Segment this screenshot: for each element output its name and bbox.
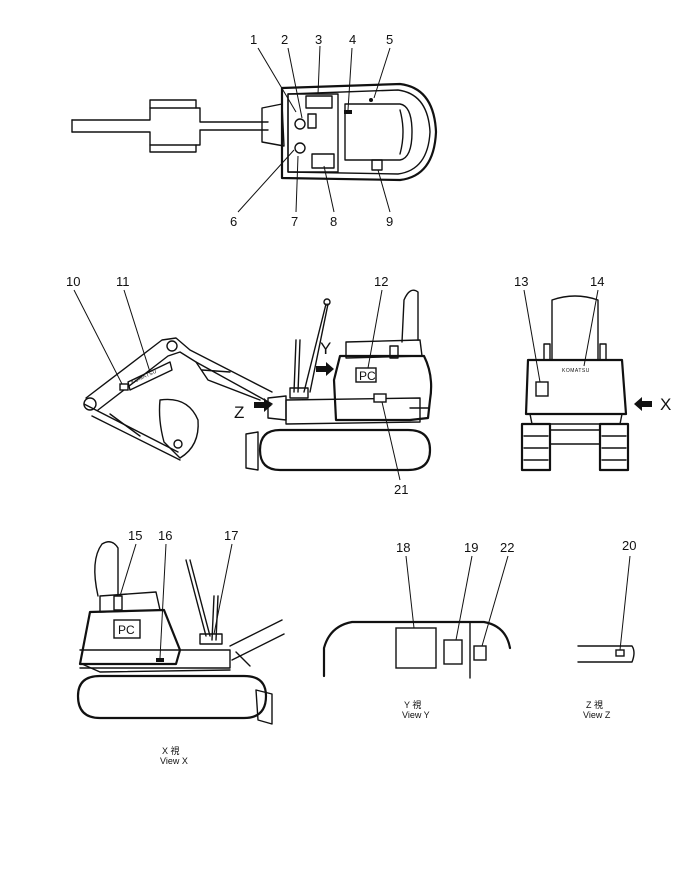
view-arrow-y-label: Y (320, 339, 331, 358)
leader-lines (73, 45, 631, 659)
callout-21: 21 (394, 482, 408, 497)
rear-view: KOMATSU X (520, 295, 671, 472)
view-z-label: View Z (583, 710, 611, 720)
callout-20: 20 (622, 538, 636, 553)
callout-9: 9 (386, 214, 393, 229)
view-y (322, 620, 512, 679)
callout-16: 16 (158, 528, 172, 543)
view-arrow-x-label: X (660, 395, 671, 414)
callout-14: 14 (590, 274, 604, 289)
pc-decal-side-text: PC (359, 369, 376, 383)
view-y-label-cn: Y 視 (404, 699, 421, 710)
side-view: PC KOMATSU Y Z (83, 289, 433, 472)
pc-decal-left-text: PC (118, 623, 135, 637)
view-x-label-cn: X 視 (162, 745, 180, 756)
callout-3: 3 (315, 32, 322, 47)
view-arrow-z-label: Z (234, 403, 244, 422)
callout-6: 6 (230, 214, 237, 229)
callout-17: 17 (224, 528, 238, 543)
callout-7: 7 (291, 214, 298, 229)
callouts: 1 2 3 4 5 6 7 8 9 10 11 12 13 14 15 16 1… (66, 32, 636, 555)
rear-brand-text: KOMATSU (562, 368, 590, 374)
callout-12: 12 (374, 274, 388, 289)
callout-5: 5 (386, 32, 393, 47)
view-z-label-cn: Z 視 (586, 699, 603, 710)
callout-22: 22 (500, 540, 514, 555)
view-z (577, 645, 635, 663)
callout-2: 2 (281, 32, 288, 47)
view-labels: X 視 View X Y 視 View Y Z 視 View Z (160, 699, 611, 766)
callout-8: 8 (330, 214, 337, 229)
callout-13: 13 (514, 274, 528, 289)
callout-18: 18 (396, 540, 410, 555)
callout-11: 11 (116, 274, 130, 289)
view-y-label: View Y (402, 710, 430, 720)
callout-4: 4 (349, 32, 356, 47)
view-x: PC (76, 541, 285, 725)
callout-10: 10 (66, 274, 80, 289)
callout-1: 1 (250, 32, 257, 47)
callout-19: 19 (464, 540, 478, 555)
callout-15: 15 (128, 528, 142, 543)
top-view (71, 82, 438, 182)
view-x-label: View X (160, 756, 188, 766)
